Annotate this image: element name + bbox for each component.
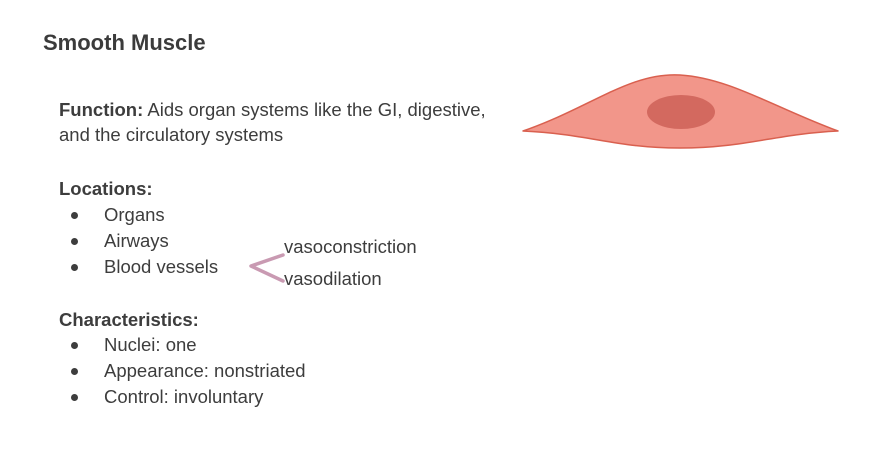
smooth-muscle-cell-icon [522,74,839,149]
list-item: Airways [59,228,218,254]
list-item: Control: involuntary [59,384,306,410]
list-item: Organs [59,202,218,228]
characteristics-heading: Characteristics: [59,309,199,330]
function-description: Function: Aids organ systems like the GI… [59,97,509,147]
vasodilation-label: vasodilation [284,268,382,289]
function-text: Aids organ systems like the GI, digestiv… [59,99,486,145]
locations-list: Organs Airways Blood vessels [59,202,218,280]
characteristics-list: Nuclei: one Appearance: nonstriated Cont… [59,332,306,410]
list-item: Nuclei: one [59,332,306,358]
branch-connector-icon [249,253,285,283]
locations-heading: Locations: [59,178,153,199]
list-item: Appearance: nonstriated [59,358,306,384]
function-label: Function: [59,99,144,120]
list-item: Blood vessels [59,254,218,280]
vasoconstriction-label: vasoconstriction [284,236,417,257]
page-title: Smooth Muscle [43,30,206,55]
nucleus-icon [647,95,715,129]
